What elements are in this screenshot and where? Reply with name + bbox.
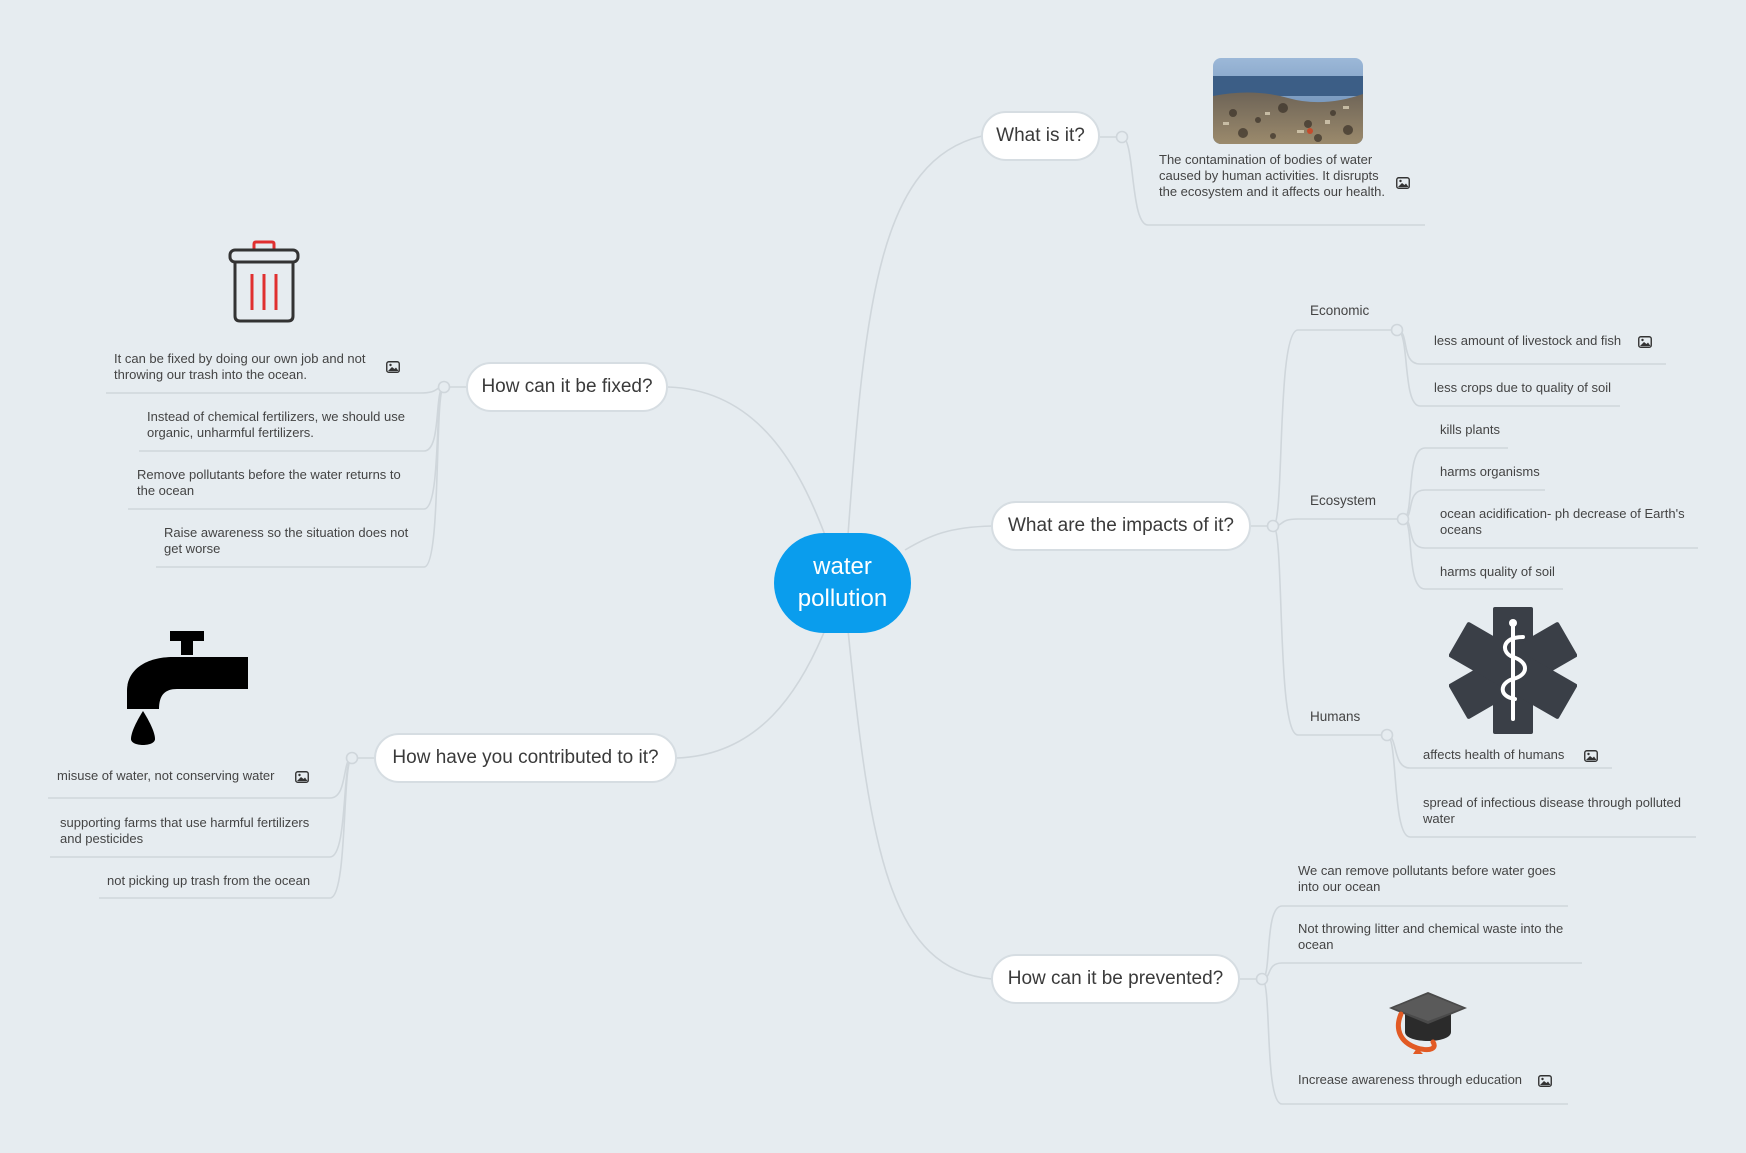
topic-fixed[interactable]: How can it be fixed? [466, 362, 668, 412]
contributed-item[interactable]: not picking up trash from the ocean [107, 873, 311, 888]
ecosystem-item[interactable]: harms organisms [1440, 464, 1540, 479]
contributed-item[interactable]: supporting farms that use harmful fertil… [60, 815, 310, 846]
topic-label: How can it be fixed? [481, 376, 653, 397]
economic-item[interactable]: less amount of livestock and fish [1434, 333, 1622, 348]
fixed-item[interactable]: Instead of chemical fertilizers, we shou… [147, 409, 405, 440]
impacts-economic-label[interactable]: Economic [1310, 303, 1370, 318]
ecosystem-item[interactable]: harms quality of soil [1440, 564, 1555, 579]
prevented-item[interactable]: Increase awareness through education [1298, 1072, 1523, 1087]
trash-can-icon[interactable] [227, 240, 301, 323]
fixed-item[interactable]: Raise awareness so the situation does no… [164, 525, 409, 556]
fixed-item[interactable]: Remove pollutants before the water retur… [137, 467, 401, 498]
ecosystem-item[interactable]: kills plants [1440, 422, 1500, 437]
image-icon[interactable] [386, 361, 400, 373]
image-icon[interactable] [1584, 750, 1598, 762]
image-icon[interactable] [1396, 177, 1410, 189]
topic-contributed[interactable]: How have you contributed to it? [374, 733, 677, 783]
image-icon[interactable] [1538, 1075, 1552, 1087]
humans-item[interactable]: affects health of humans [1423, 747, 1565, 762]
image-icon[interactable] [1638, 336, 1652, 348]
polluted-shore-image[interactable] [1213, 58, 1363, 144]
prevented-item[interactable]: We can remove pollutants before water go… [1298, 863, 1556, 894]
topic-impacts[interactable]: What are the impacts of it? [991, 501, 1251, 551]
ecosystem-item[interactable]: ocean acidification- ph decrease of Eart… [1440, 506, 1685, 537]
impacts-ecosystem-label[interactable]: Ecosystem [1310, 493, 1377, 508]
image-icon[interactable] [295, 771, 309, 783]
central-topic-label: water pollution [797, 553, 888, 612]
topic-label: What is it? [996, 125, 1085, 146]
topic-label: What are the impacts of it? [1008, 515, 1234, 536]
faucet-icon[interactable] [127, 631, 248, 751]
prevented-item[interactable]: Not throwing litter and chemical waste i… [1298, 921, 1564, 952]
star-of-life-icon[interactable] [1448, 607, 1578, 734]
economic-item[interactable]: less crops due to quality of soil [1434, 380, 1612, 395]
what-is-it-description[interactable]: The contamination of bodies of water cau… [1159, 152, 1385, 199]
contributed-item[interactable]: misuse of water, not conserving water [57, 768, 275, 783]
fixed-item[interactable]: It can be fixed by doing our own job and… [114, 351, 366, 382]
central-topic[interactable]: water pollution [774, 533, 911, 633]
humans-item[interactable]: spread of infectious disease through pol… [1423, 795, 1682, 826]
impacts-humans-label[interactable]: Humans [1310, 709, 1361, 724]
topic-label: How can it be prevented? [1007, 968, 1224, 989]
graduation-cap-icon[interactable] [1387, 988, 1469, 1056]
topic-label: How have you contributed to it? [392, 747, 659, 768]
topic-what-is-it[interactable]: What is it? [981, 111, 1100, 161]
topic-prevented[interactable]: How can it be prevented? [991, 954, 1240, 1004]
